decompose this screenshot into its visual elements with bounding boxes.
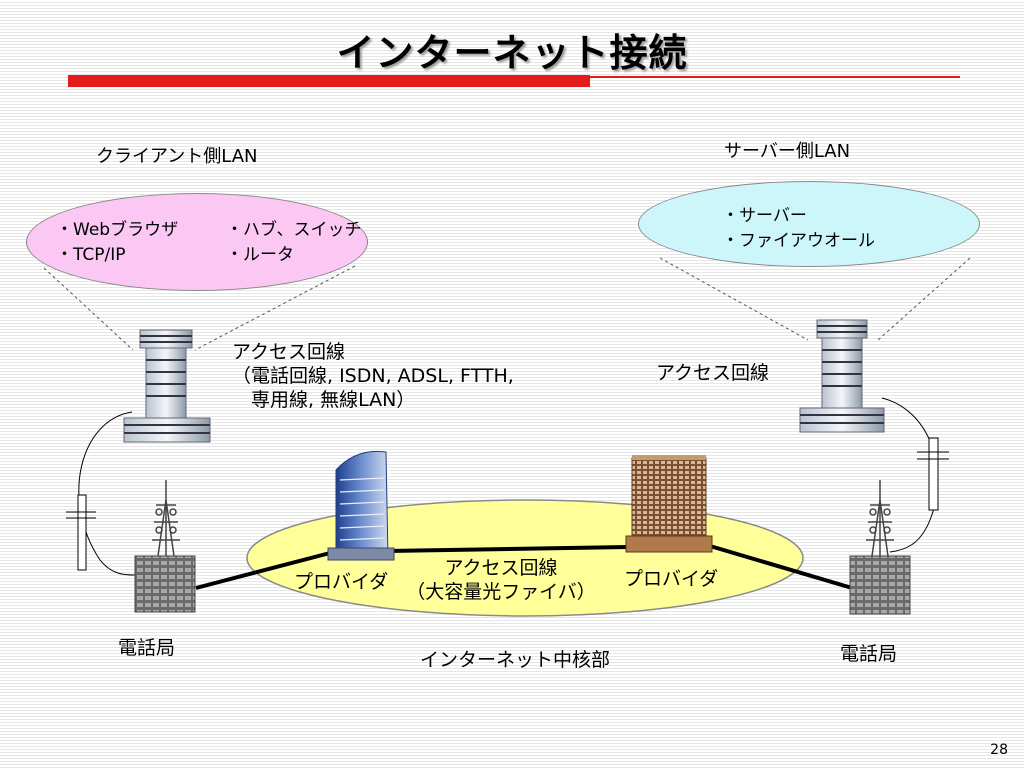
client-bullets-right: ・ハブ、スイッチ ・ルータ (226, 218, 362, 268)
client-bullets-left: ・Webブラウザ ・TCP/IP (56, 218, 178, 268)
client-bullet-item: ・TCP/IP (56, 245, 126, 265)
client-access-line-text: アクセス回線 （電話回線, ISDN, ADSL, FTTH, 専用線, 無線L… (232, 340, 514, 412)
left-provider-building-icon (327, 450, 395, 561)
right-provider-label: プロバイダ (624, 568, 719, 590)
client-bullet-item: ・Webブラウザ (56, 220, 179, 240)
right-phone-office-label: 電話局 (840, 643, 898, 665)
server-lan-header: サーバー側LAN (724, 141, 851, 162)
client-bullet-item: ・ルータ (226, 245, 294, 265)
page-number: 28 (990, 742, 1008, 758)
core-access-line-title: アクセス回線 (444, 557, 558, 579)
server-access-line-text: アクセス回線 (656, 362, 770, 384)
client-access-line-detail: 専用線, 無線LAN） (232, 389, 416, 411)
left-provider-label: プロバイダ (294, 571, 389, 593)
server-lan-ellipse (638, 181, 980, 267)
server-bullet-item: ・サーバー (722, 206, 807, 226)
utility-pole-left (66, 494, 96, 571)
core-access-line-sub: （大容量光ファイバ） (406, 581, 596, 603)
title-underline-bar (68, 75, 590, 87)
slide-title: インターネット接続 (336, 31, 688, 75)
server-lan-zoom-lines (659, 257, 971, 341)
title-underline-line (590, 76, 960, 78)
client-access-line-title: アクセス回線 (232, 341, 346, 363)
internet-core-caption: インターネット中核部 (420, 649, 611, 671)
client-lan-header: クライアント側LAN (96, 146, 258, 167)
client-lan-zoom-lines (43, 265, 356, 351)
client-access-line-detail: （電話回線, ISDN, ADSL, FTTH, (232, 365, 514, 387)
client-lan-ellipse (26, 193, 368, 291)
server-bullet-item: ・ファイアウオール (722, 231, 875, 251)
left-phone-office-label: 電話局 (118, 637, 176, 659)
left-phone-office-icon (134, 480, 196, 613)
client-office-building-icon (123, 329, 211, 443)
right-phone-office-icon (849, 480, 911, 615)
core-access-line-label: アクセス回線 （大容量光ファイバ） (396, 556, 606, 604)
server-bullets: ・サーバー ・ファイアウオール (722, 204, 875, 254)
client-bullet-item: ・ハブ、スイッチ (226, 220, 362, 240)
right-provider-building-icon (625, 455, 713, 553)
utility-pole-right (917, 437, 949, 511)
server-office-building-icon (799, 319, 885, 433)
connection-lines (195, 544, 853, 590)
